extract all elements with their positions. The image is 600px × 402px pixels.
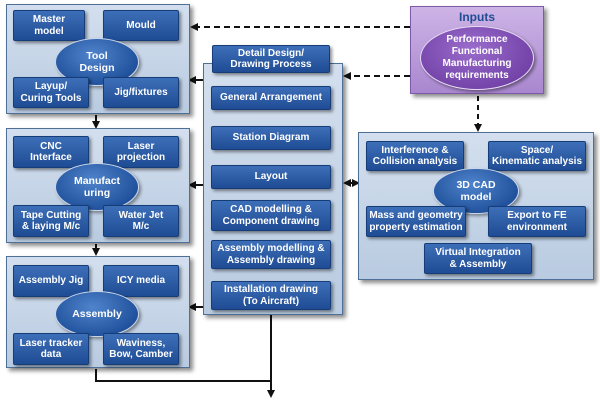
water-jet-box: Water Jet M/c bbox=[103, 205, 179, 237]
cnc-interface-box: CNC Interface bbox=[13, 136, 89, 168]
step-cad-modelling: CAD modelling & Component drawing bbox=[211, 200, 331, 231]
inputs-oval: Performance Functional Manufacturing req… bbox=[420, 26, 534, 90]
virtual-integration-box: Virtual Integration & Assembly bbox=[424, 243, 532, 274]
step-installation-drawing: Installation drawing (To Aircraft) bbox=[211, 281, 331, 310]
master-model-box: Master model bbox=[13, 10, 85, 41]
space-kinematic-box: Space/ Kinematic analysis bbox=[488, 141, 586, 171]
inputs-title: Inputs bbox=[459, 10, 495, 24]
layup-box: Layup/ Curing Tools bbox=[13, 77, 89, 108]
step-station-diagram: Station Diagram bbox=[211, 126, 331, 150]
icy-media-box: ICY media bbox=[103, 265, 179, 297]
interference-box: Interference & Collision analysis bbox=[366, 141, 464, 171]
waviness-box: Waviness, Bow, Camber bbox=[103, 333, 179, 365]
step-layout: Layout bbox=[211, 165, 331, 189]
export-fe-box: Export to FE environment bbox=[488, 206, 586, 237]
mould-box: Mould bbox=[103, 10, 179, 41]
tape-cutting-box: Tape Cutting & laying M/c bbox=[13, 205, 89, 237]
detail-design-title: Detail Design/ Drawing Process bbox=[212, 45, 330, 73]
assembly-oval: Assembly bbox=[55, 291, 139, 337]
step-general-arrangement: General Arrangement bbox=[211, 86, 331, 110]
laser-tracker-box: Laser tracker data bbox=[13, 333, 89, 365]
arrow-assembly-output bbox=[95, 369, 271, 382]
laser-projection-box: Laser projection bbox=[103, 136, 179, 168]
mass-geometry-box: Mass and geometry property estimation bbox=[366, 206, 466, 237]
manufacturing-oval: Manufact uring bbox=[55, 163, 139, 211]
jig-fixtures-box: Jig/fixtures bbox=[103, 77, 179, 108]
assembly-jig-box: Assembly Jig bbox=[13, 265, 89, 297]
step-assembly-modelling: Assembly modelling & Assembly drawing bbox=[211, 240, 331, 269]
